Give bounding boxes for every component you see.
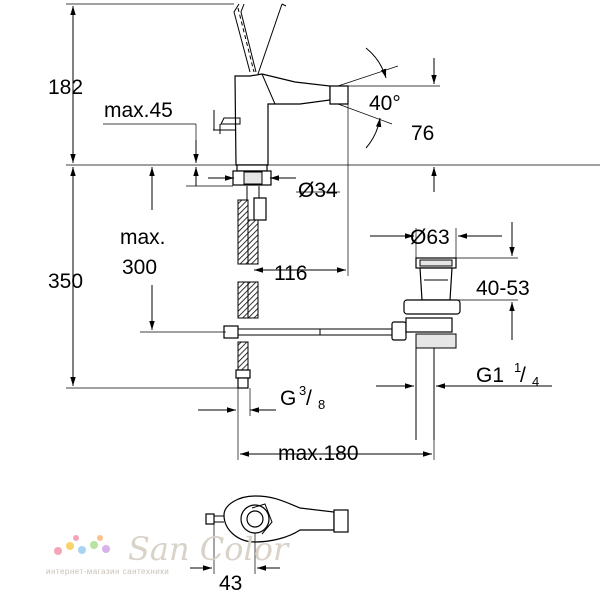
watermark-brand: San Color — [128, 530, 290, 568]
dim-max-label: max. — [120, 226, 166, 249]
dim-350: 350 — [48, 270, 83, 293]
pop-up-knob — [220, 117, 241, 125]
watermark-tagline: интернет-магазин сантехники — [46, 567, 169, 576]
dimension-labels: 182 max.45 40° 76 Ø34 350 max. 300 116 Ø… — [48, 76, 539, 595]
dim-g1-label: G1 — [476, 364, 504, 387]
dim-182: 182 — [48, 76, 83, 99]
faucet-body — [234, 73, 331, 166]
pop-up-rod — [253, 197, 267, 221]
lever-front — [257, 3, 283, 75]
top-view-spout — [333, 509, 349, 533]
hose-right-lower — [247, 281, 259, 319]
rod-clamp — [223, 325, 239, 339]
dim-43: 43 — [219, 572, 242, 595]
dim-g-num: 3 — [299, 383, 306, 398]
hose-left-upper — [237, 199, 249, 265]
dimension-lines — [66, 3, 600, 574]
dim-76: 76 — [411, 122, 434, 145]
dim-g1-num: 1 — [514, 360, 521, 375]
faucet-top-view — [205, 495, 349, 543]
waste-tee — [405, 317, 453, 333]
hose-left-lower — [237, 281, 249, 319]
dim-angle: 40° — [369, 92, 401, 115]
dim-dia34: Ø34 — [298, 179, 338, 202]
watermark-dots — [54, 535, 110, 555]
dim-116: 116 — [274, 262, 307, 285]
dim-g-label: G — [280, 387, 296, 410]
waste-outlet — [415, 333, 457, 349]
lever-inner — [240, 3, 257, 73]
hose-right-upper — [247, 219, 259, 265]
dim-g1-den: 4 — [532, 374, 539, 389]
waste-nut — [403, 299, 461, 315]
watermark: San Color интернет-магазин сантехники — [46, 530, 290, 576]
faucet-side-view — [213, 3, 407, 389]
rod-joint — [391, 321, 407, 341]
lever-outline — [233, 3, 251, 73]
dim-max45: max.45 — [104, 99, 173, 122]
dim-dia63: Ø63 — [410, 226, 450, 249]
hose-end — [237, 341, 249, 371]
spout-nozzle — [329, 85, 349, 105]
mount-flange — [236, 164, 268, 172]
pop-up-waste — [403, 257, 461, 440]
dim-max180: max.180 — [278, 442, 359, 465]
dim-max-value: 300 — [122, 256, 157, 279]
waste-body — [419, 267, 453, 301]
dim-40-53: 40-53 — [476, 277, 530, 300]
hose-nut — [235, 369, 251, 379]
svg-text:/: / — [306, 387, 312, 410]
svg-text:/: / — [520, 364, 526, 387]
dim-g-den: 8 — [318, 397, 325, 412]
